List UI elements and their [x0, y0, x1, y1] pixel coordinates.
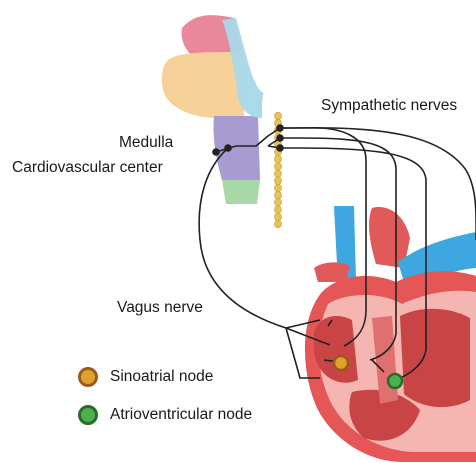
sinoatrial-node-marker [334, 356, 348, 370]
brainstem-peach-region [162, 52, 244, 118]
brainstem-green-region [222, 180, 260, 204]
atrioventricular-legend-label: Atrioventricular node [110, 406, 252, 424]
chain-ganglion [274, 112, 281, 120]
chain-ganglion [274, 199, 281, 207]
sinoatrial-legend-label: Sinoatrial node [110, 368, 213, 386]
chain-ganglion [274, 163, 281, 171]
chain-ganglion [274, 155, 281, 163]
nerve-junction-dot [276, 144, 284, 152]
sinoatrial-legend-icon [78, 367, 98, 387]
vagus-nerve-label: Vagus nerve [117, 298, 203, 317]
nerve-junction-dot [224, 144, 232, 152]
legend-sinoatrial: Sinoatrial node [78, 367, 213, 387]
brainstem-purple-region [213, 116, 260, 180]
nerve-junction-dot [276, 124, 284, 132]
sympathetic-nerves-label: Sympathetic nerves [321, 96, 457, 115]
chain-ganglion [274, 184, 281, 192]
atrioventricular-legend-icon [78, 405, 98, 425]
chain-ganglion [274, 220, 281, 228]
atrioventricular-node-marker [388, 374, 402, 388]
legend-atrioventricular: Atrioventricular node [78, 405, 252, 425]
cardiovascular-center-label: Cardiovascular center [12, 158, 163, 177]
left-chamber [400, 309, 470, 407]
heart [305, 206, 476, 462]
medulla-label: Medulla [119, 133, 173, 152]
nerve-junction-dot [276, 134, 284, 142]
nerve-junction-dot [212, 148, 220, 156]
chain-ganglion [274, 170, 281, 178]
chain-ganglion [274, 191, 281, 199]
brainstem [162, 15, 262, 204]
chain-ganglion [274, 213, 281, 221]
chain-ganglion [274, 177, 281, 185]
chain-ganglion [274, 206, 281, 214]
